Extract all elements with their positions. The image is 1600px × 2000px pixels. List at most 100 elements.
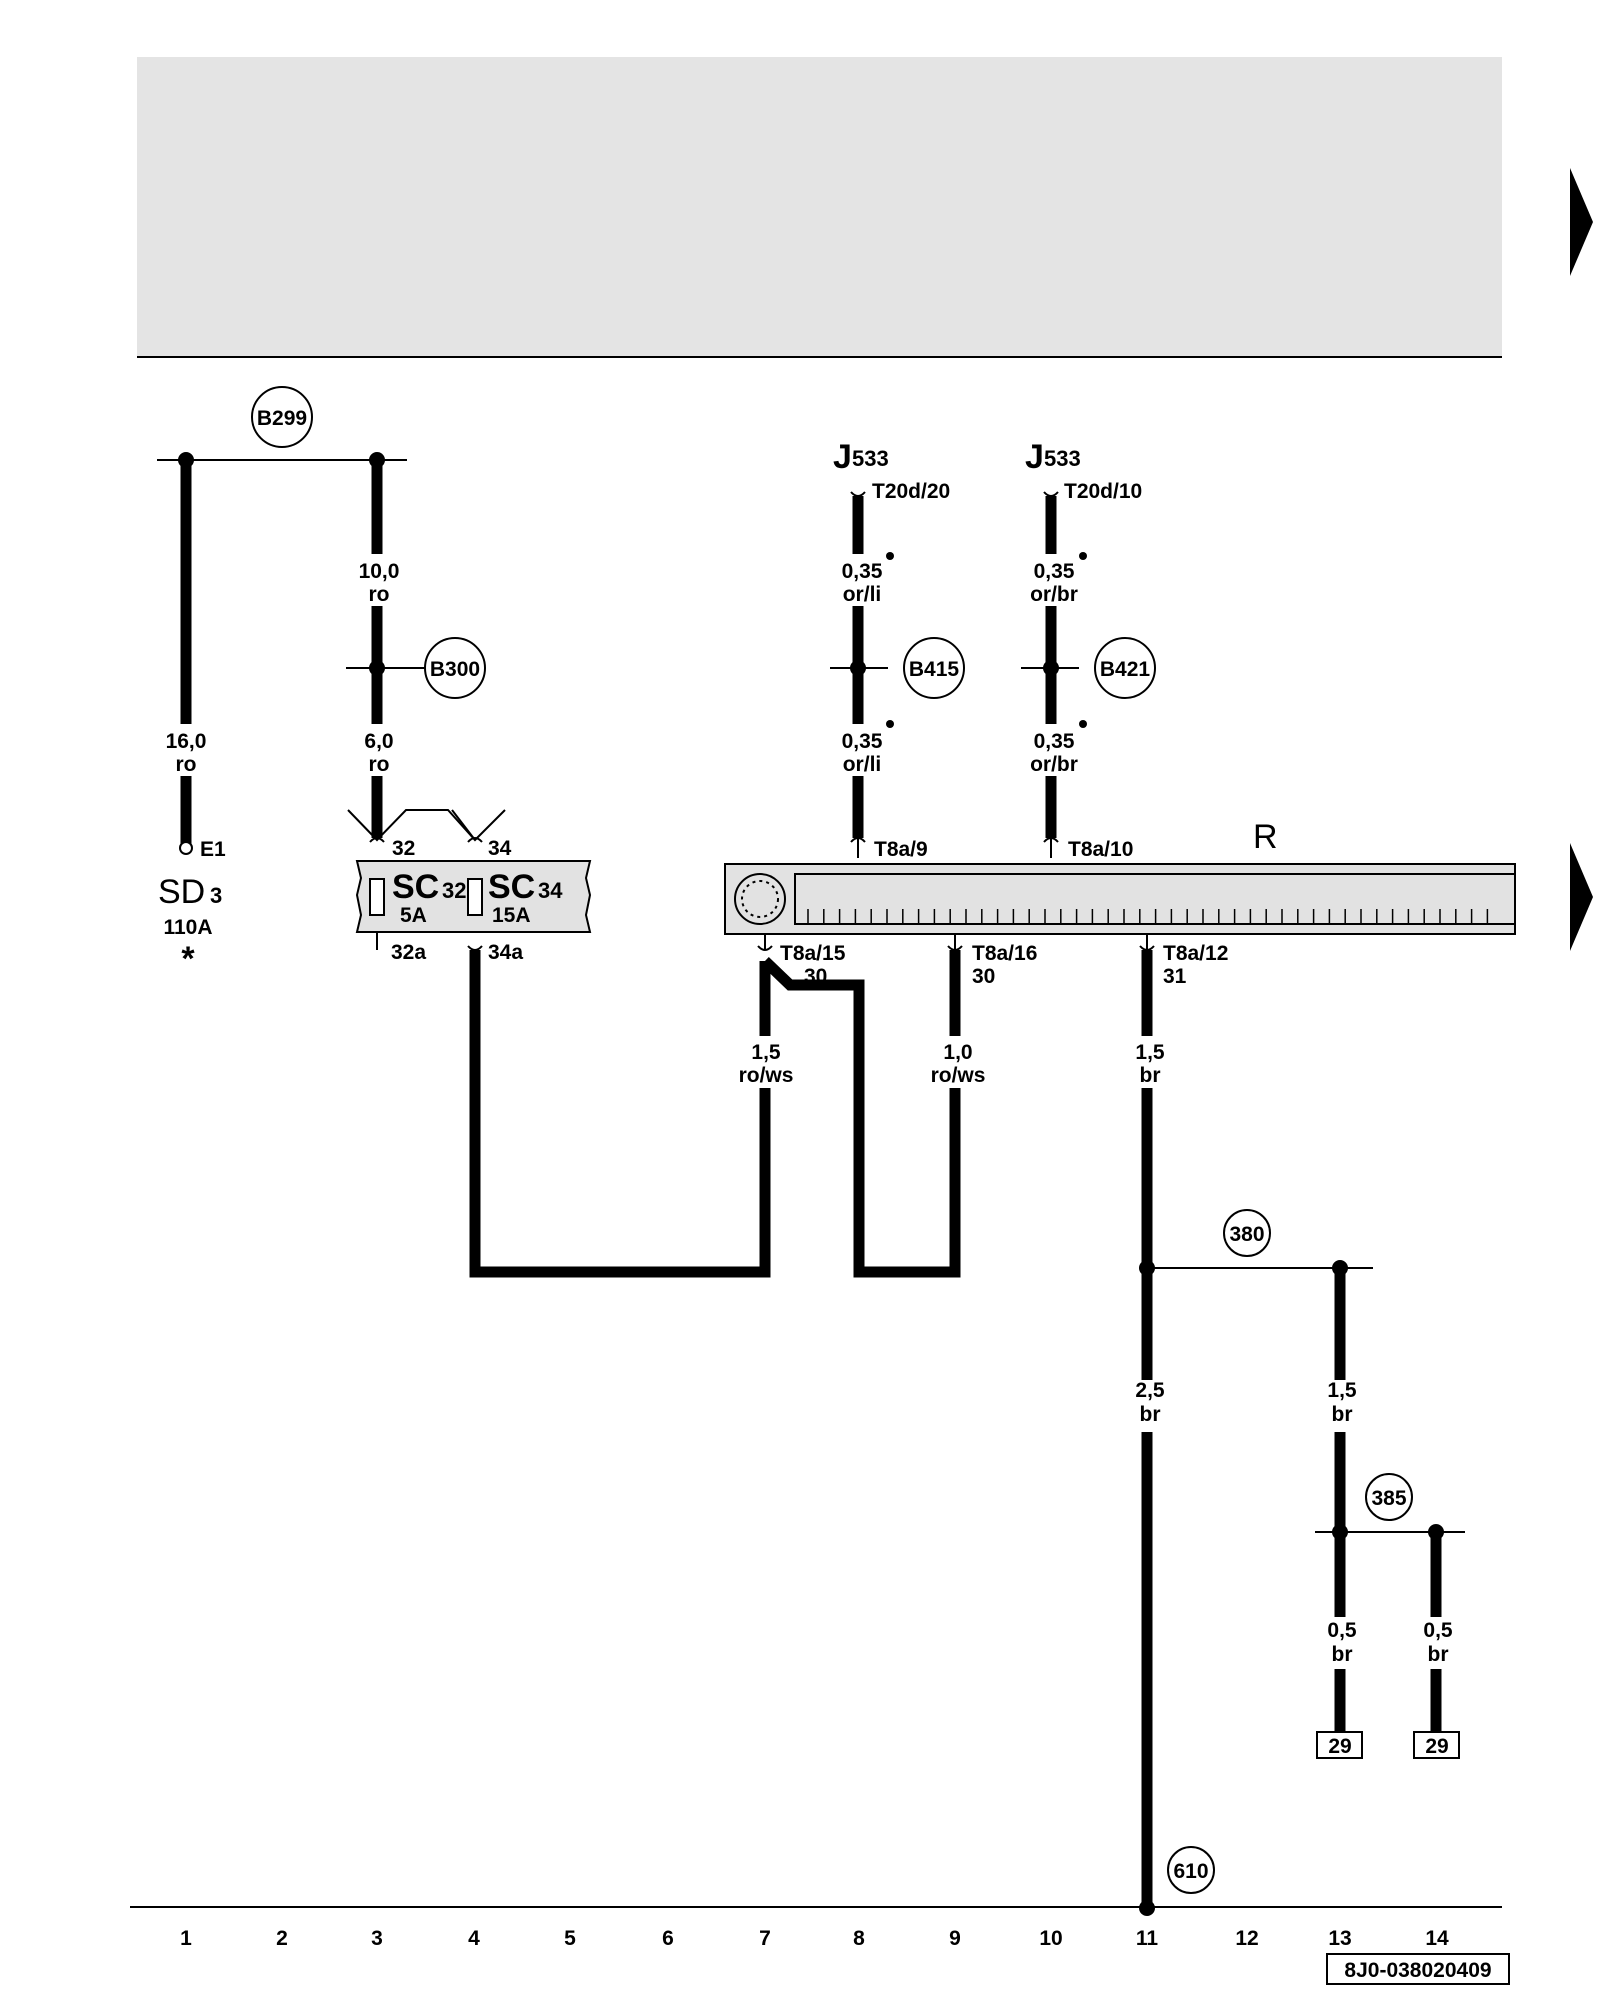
doc-code-box [1326,1953,1510,1985]
track-number: 8 [853,1927,865,1950]
wire-color-12: br [1332,1403,1353,1426]
radio-pin-bottom-3: T8a/12 [1163,942,1228,965]
wire-label-bgs [160,554,1461,1669]
wire-color-4: or/li [843,583,882,606]
wire-size-1: 16,0 [166,730,207,753]
wire-size-5: 0,35 [842,730,883,753]
radio-terminal-1: 30 [804,965,827,988]
battery-ref-name: SD [158,873,205,911]
radio-pin-bottom-2: T8a/16 [972,942,1037,965]
track-number: 6 [662,1927,674,1950]
fuse-a-in-pin: 32 [392,837,415,860]
junction-dots [178,452,1444,1916]
radio-terminal-2: 30 [972,965,995,988]
continuation-arrow-icon[interactable] [1570,168,1593,276]
radio-unit [724,863,1516,935]
radio-scale [807,909,1489,924]
battery-terminal[interactable] [179,841,193,855]
radio-pin-bottom-1: T8a/15 [780,942,846,965]
wire-size-9: 1,0 [943,1041,972,1064]
wire-color-14: br [1428,1643,1449,1666]
wire-color-6: or/br [1030,583,1078,606]
gateway-left-pin: T20d/20 [872,480,950,503]
gateway-right-name: J [1025,438,1044,476]
fuse-holder [355,860,592,933]
wire-size-7: 0,35 [1034,730,1075,753]
header-band [137,57,1502,357]
thin-lines [130,459,1502,1908]
continuation-arrow-icon[interactable] [1570,843,1593,951]
wire-color-8: ro/ws [739,1064,794,1087]
wire-color-9: ro/ws [931,1064,986,1087]
node-b421: B421 [1100,658,1151,681]
track-number: 11 [1136,1927,1159,1950]
node-circles [251,386,1413,1894]
radio-dial-icon [734,873,786,925]
wire-color-7: or/br [1030,753,1078,776]
track-number: 2 [276,1927,288,1950]
track-number: 5 [564,1927,576,1950]
wire-size-10: 1,5 [1135,1041,1165,1064]
fuse-b-in-pin: 34 [488,837,512,860]
wire-color-5: or/li [843,753,882,776]
gateway-left-name: J [833,438,852,476]
battery-ref-sub: 3 [210,883,222,908]
doc-code: 8J0-038020409 [1344,1959,1491,1982]
reference-box-label: 29 [1328,1735,1351,1758]
track-number: 10 [1039,1927,1062,1950]
fuse-b-sub: 34 [538,878,563,903]
reference-box[interactable] [1316,1731,1363,1759]
fuse-b-out-pin: 34a [488,941,523,964]
wire-color-3: ro [369,753,390,776]
node-b300: B300 [430,658,480,681]
fuse-a-out-pin: 32a [391,941,426,964]
fuse-a-name: SC [392,868,439,906]
radio-pin-top-2: T8a/10 [1068,838,1133,861]
node-610: 610 [1173,1860,1208,1883]
wire-labels: 16,0 ro 10,0 ro 6,0 ro 0,35 or/li 0,35 o… [166,560,1453,1666]
node-385: 385 [1371,1487,1406,1510]
reference-box[interactable] [1413,1731,1460,1759]
wire-size-2: 10,0 [359,560,400,583]
wire-size-3: 6,0 [364,730,393,753]
fuse-a-sub: 32 [442,878,466,903]
wire-size-12: 1,5 [1327,1379,1357,1402]
battery-ref-rating: 110A [163,916,212,939]
wire-color-1: ro [176,753,197,776]
radio-terminal-3: 31 [1163,965,1187,988]
battery-terminal-label: E1 [200,838,226,861]
fuse-b-name: SC [488,868,535,906]
fuse-icon [467,878,483,916]
wire-color-10: br [1140,1064,1161,1087]
wires [180,460,1442,1908]
track-number: 13 [1328,1927,1351,1950]
gateway-right-sub: 533 [1044,446,1081,471]
track-number: 12 [1235,1927,1258,1950]
wire-color-13: br [1332,1643,1353,1666]
gateway-right-pin: T20d/10 [1064,480,1142,503]
track-number: 3 [371,1927,383,1950]
track-number: 14 [1425,1927,1449,1950]
fuse-a-rating: 5A [400,904,427,927]
track-number: 9 [949,1927,961,1950]
track-number: 7 [759,1927,771,1950]
fuse-icon [369,878,385,916]
wire-color-11: br [1140,1403,1161,1426]
reference-box-label: 29 [1425,1735,1448,1758]
node-380: 380 [1229,1223,1264,1246]
wire-size-11: 2,5 [1135,1379,1165,1402]
wire-size-13: 0,5 [1327,1619,1357,1642]
track-number: 1 [180,1927,192,1950]
gateway-left-sub: 533 [852,446,889,471]
fuse-b-rating: 15A [492,904,531,927]
wire-size-14: 0,5 [1423,1619,1453,1642]
wire-size-4: 0,35 [842,560,883,583]
radio-pin-top-1: T8a/9 [874,838,928,861]
battery-ref-asterisk: * [181,940,195,978]
wire-size-6: 0,35 [1034,560,1075,583]
wire-size-8: 1,5 [751,1041,781,1064]
node-b299: B299 [257,407,307,430]
track-number: 4 [468,1927,480,1950]
